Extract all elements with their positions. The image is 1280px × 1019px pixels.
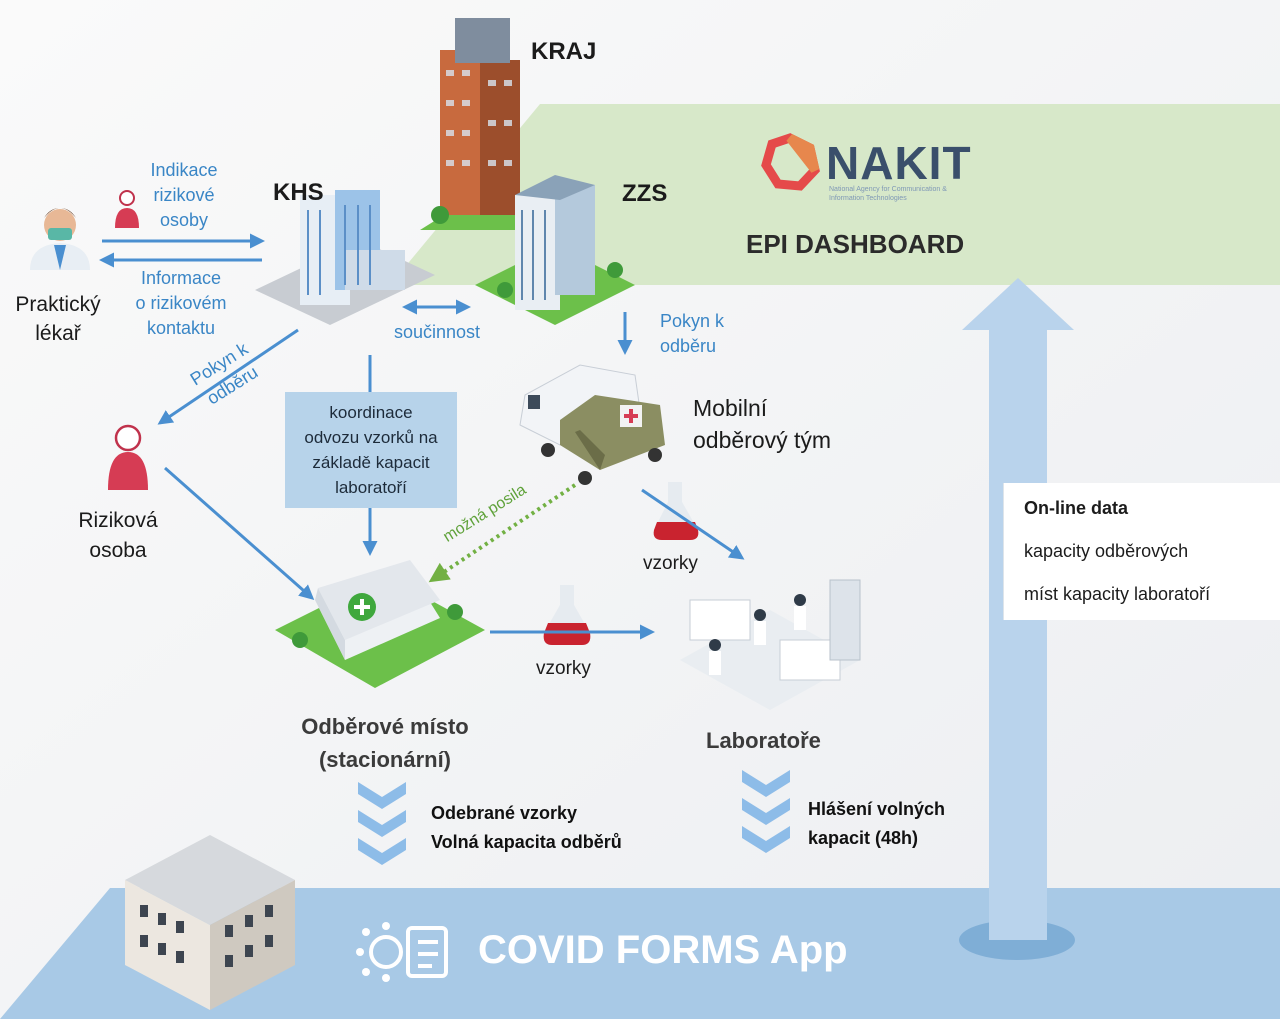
- sampling-site-building: [275, 560, 485, 688]
- dashboard-plane: [390, 104, 1280, 285]
- arrow-khs-to-risk-person: [157, 328, 299, 425]
- online-data-line2: kapacity odběrových: [1024, 541, 1189, 561]
- informace-label: Informace o rizikovém kontaktu: [126, 266, 236, 341]
- flow-arrows: [99, 233, 745, 640]
- khs-building: [255, 190, 435, 325]
- informace-line1: Informace: [140, 268, 222, 288]
- pokyn-zzs-label: Pokyn k odběru: [660, 309, 724, 359]
- practical-doctor-line1: Praktický: [15, 293, 101, 316]
- soucinnost-label: součinnost: [394, 322, 481, 342]
- epi-dashboard-label: EPI DASHBOARD: [746, 229, 965, 259]
- zzs-hospital: [475, 175, 635, 325]
- kraj-label: KRAJ: [531, 38, 597, 65]
- khs-label: KHS: [273, 179, 324, 206]
- online-data-box: On-line data kapacity odběrových míst ka…: [1003, 483, 1280, 620]
- informace-line2: o rizikovém: [135, 293, 227, 313]
- laboratory-scene: [680, 579, 861, 710]
- online-data-title: On-line data: [1024, 498, 1129, 518]
- covid-forms-logo-icon: [356, 922, 448, 982]
- indikace-line2: rizikové: [153, 185, 215, 205]
- doctor-figure: [30, 208, 90, 270]
- hlaseni-line2: kapacit (48h): [808, 828, 919, 848]
- coordination-line1: koordinace: [329, 403, 413, 422]
- hlaseni-line1: Hlášení volných: [808, 799, 946, 819]
- online-data-line3: míst kapacity laboratoří: [1024, 584, 1211, 604]
- vzorky-label-1: vzorky: [643, 553, 698, 574]
- mobile-team-vehicles: [519, 364, 665, 485]
- risk-person-line2: osoba: [89, 539, 147, 562]
- app-title: COVID FORMS App: [478, 928, 848, 972]
- nakit-logo-subtitle: National Agency for Communication & Info…: [829, 186, 947, 202]
- flask-icon-1: [653, 482, 699, 540]
- coordination-line3: základě kapacit: [312, 453, 430, 472]
- vzorky-label-2: vzorky: [536, 658, 591, 679]
- flask-icon-2: [543, 585, 591, 645]
- hlaseni-label: Hlášení volných kapacit (48h): [808, 795, 945, 853]
- chevrons-right: [742, 770, 790, 853]
- indikace-label: Indikace rizikové osoby: [138, 158, 230, 233]
- mobile-team-line1: Mobilní: [693, 395, 768, 421]
- sampling-place-line2: (stacionární): [318, 747, 452, 772]
- indikace-line1: Indikace: [150, 160, 218, 180]
- laboratories-label: Laboratoře: [706, 728, 821, 753]
- odebrane-label: Odebrané vzorky Volná kapacita odběrů: [431, 799, 622, 857]
- coordination-box: koordinace odvozu vzorků na základě kapa…: [285, 392, 457, 508]
- app-platform: [0, 888, 1280, 1019]
- arrow-possible-reinforcement: [428, 483, 577, 583]
- office-building: [125, 835, 295, 1010]
- coordination-line2: odvozu vzorků na: [304, 428, 438, 447]
- coordination-line4: laboratoří: [335, 478, 407, 497]
- pokyn-zzs-line1: Pokyn k: [660, 311, 725, 331]
- zzs-label: ZZS: [622, 180, 668, 207]
- risk-person-line1: Riziková: [78, 509, 158, 532]
- informace-line3: kontaktu: [146, 318, 216, 338]
- nakit-logo-mark: [761, 133, 820, 191]
- sampling-place-line1: Odběrové místo: [301, 714, 469, 739]
- online-data-arrow: [959, 278, 1075, 960]
- risk-person-icon-small: [115, 190, 139, 228]
- chevrons-left: [358, 782, 406, 865]
- odebrane-line2: Volná kapacita odběrů: [431, 832, 622, 852]
- nakit-logo-text: NAKIT: [826, 137, 972, 189]
- arrow-risk-person-to-site: [164, 466, 315, 600]
- risk-person-figure: [108, 424, 148, 490]
- mobile-team-label: Mobilní odběrový tým: [693, 392, 831, 456]
- practical-doctor-line2: lékař: [35, 322, 81, 345]
- odebrane-line1: Odebrané vzorky: [431, 803, 578, 823]
- indikace-line3: osoby: [159, 210, 209, 230]
- practical-doctor-label: Praktický lékař: [8, 290, 108, 348]
- pokyn-zzs-line2: odběru: [660, 336, 717, 356]
- mobile-team-line2: odběrový tým: [693, 427, 832, 453]
- sampling-place-label: Odběrové místo (stacionární): [285, 710, 485, 776]
- risk-person-label: Riziková osoba: [68, 506, 168, 566]
- arrow-mobile-to-lab: [641, 488, 745, 560]
